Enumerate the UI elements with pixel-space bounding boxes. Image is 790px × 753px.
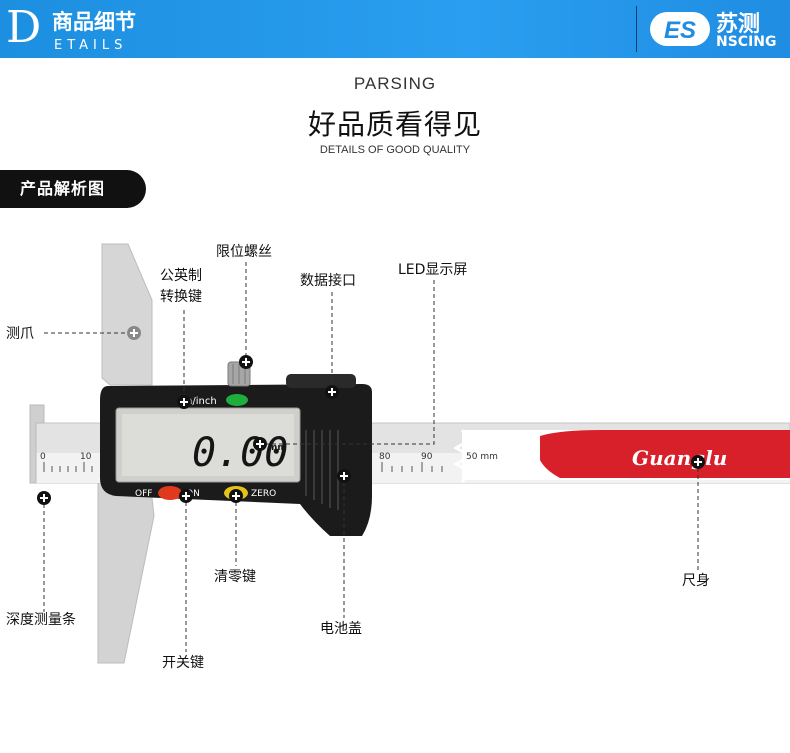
marker-claw-icon bbox=[127, 326, 141, 340]
intro-slogan: 好品质看得见 bbox=[307, 108, 482, 141]
grip-ridges bbox=[305, 430, 339, 510]
callout-lock-screw: 限位螺丝 bbox=[216, 244, 272, 260]
intro-kicker: PARSING bbox=[353, 74, 437, 93]
scale-label-90: 90 bbox=[421, 452, 433, 462]
callout-led-display: LED显示屏 bbox=[398, 262, 468, 278]
brand-logo-icon: ES bbox=[650, 12, 710, 46]
on-label: ON bbox=[186, 489, 200, 499]
intro-slogan-en: DETAILS OF GOOD QUALITY bbox=[319, 144, 471, 156]
header-initial: D bbox=[6, 2, 42, 53]
marker-unit-icon bbox=[177, 395, 191, 409]
callout-lines bbox=[43, 262, 699, 652]
header-title: 商品细节 bbox=[52, 10, 136, 34]
marker-ruler-icon bbox=[691, 455, 705, 469]
inner-jaw bbox=[29, 404, 45, 484]
callout-power-key: 开关键 bbox=[162, 655, 204, 671]
mode-label: n/inch bbox=[186, 396, 217, 407]
callout-depth-bar: 深度测量条 bbox=[6, 612, 76, 628]
marker-zero-icon bbox=[229, 489, 243, 503]
callout-zero-key: 清零键 bbox=[214, 569, 256, 585]
section-tag: 产品解析图 bbox=[0, 170, 146, 208]
callout-unit-switch-2: 转换键 bbox=[160, 289, 202, 305]
lcd-unit: mm bbox=[268, 443, 287, 453]
marker-led-icon bbox=[253, 437, 267, 451]
brand-name-en: NSCING bbox=[716, 34, 777, 50]
header-divider bbox=[636, 6, 637, 52]
callout-unit-switch-1: 公英制 bbox=[160, 268, 202, 284]
callout-claw: 测爪 bbox=[6, 326, 34, 342]
scale-ticks-left bbox=[43, 462, 93, 472]
ruler-break-mark bbox=[452, 429, 474, 483]
marker-port-icon bbox=[325, 385, 339, 399]
callout-battery-cover: 电池盖 bbox=[320, 621, 362, 637]
callout-ruler-body: 尺身 bbox=[682, 573, 710, 589]
header-subtitle: ETAILS bbox=[54, 38, 128, 53]
zero-label: ZERO bbox=[251, 489, 276, 499]
unit-switch-button[interactable] bbox=[226, 394, 248, 406]
brand-mark-text: ES bbox=[664, 17, 696, 44]
data-port-cover bbox=[286, 374, 356, 388]
scale-label-0: 0 bbox=[40, 452, 46, 462]
callout-data-port: 数据接口 bbox=[300, 273, 356, 289]
brand-name-cn: 苏测 bbox=[716, 12, 761, 37]
depth-bar bbox=[97, 479, 155, 664]
marker-battery-icon bbox=[337, 469, 351, 483]
marker-power-icon bbox=[179, 489, 193, 503]
scale-label-80: 80 bbox=[379, 452, 391, 462]
scale-label-10: 10 bbox=[80, 452, 92, 462]
scale-unit-label: 50 mm bbox=[466, 452, 498, 462]
marker-screw-icon bbox=[239, 355, 253, 369]
scale-ticks-right bbox=[381, 462, 443, 472]
marker-depth-icon bbox=[37, 491, 51, 505]
lcd-reading: 0.00 bbox=[192, 430, 288, 476]
header-bar: D 商品细节 ETAILS ES 苏测 NSCING bbox=[0, 0, 790, 58]
ruler-red-stripe bbox=[540, 430, 790, 478]
callout-markers bbox=[37, 326, 705, 505]
measuring-claw bbox=[101, 243, 153, 386]
off-label: OFF bbox=[135, 489, 152, 499]
power-button[interactable] bbox=[158, 486, 182, 500]
scale-brand-text: Guanglu bbox=[632, 446, 727, 470]
